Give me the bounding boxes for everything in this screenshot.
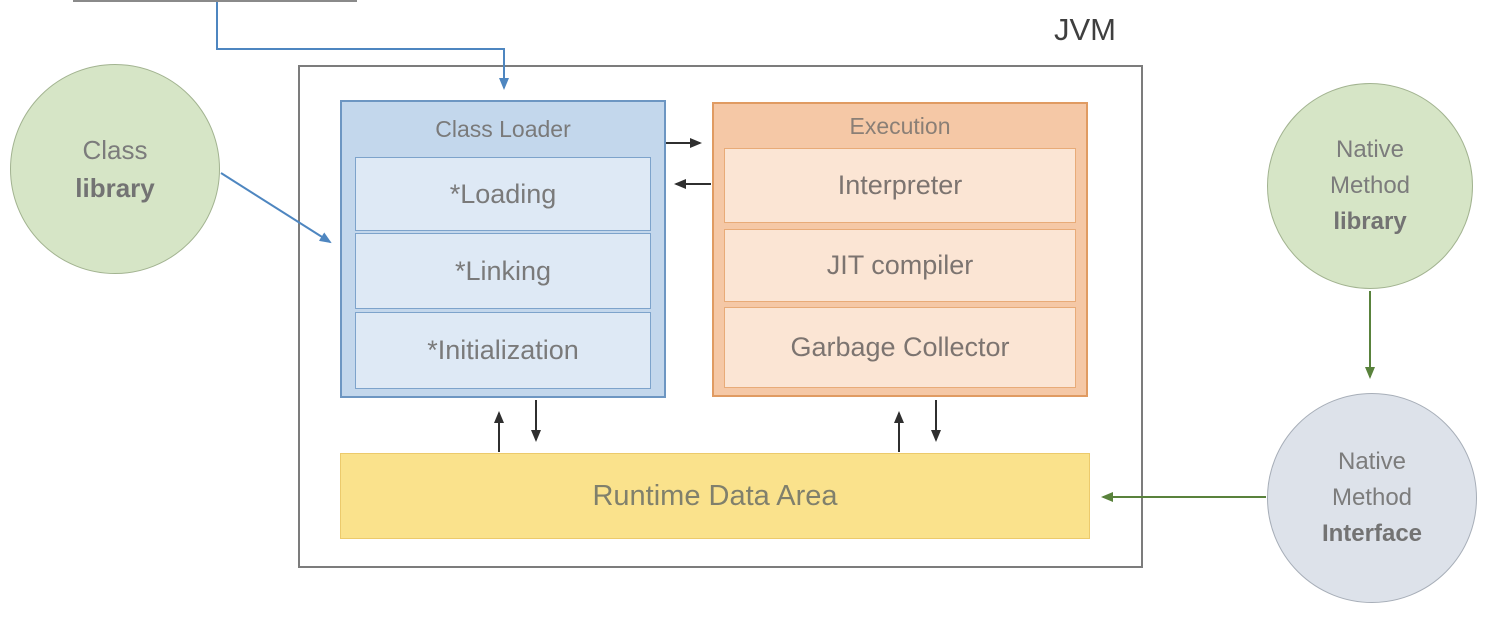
- component-interpreter: Interpreter: [724, 148, 1076, 223]
- native-interface-line3: Interface: [1321, 520, 1423, 547]
- native-library-line3: library: [1333, 208, 1407, 235]
- native-interface-line1: Native: [1337, 448, 1407, 475]
- class-library-line1: Class: [82, 135, 148, 165]
- runtime-data-area-box: Runtime Data Area: [340, 453, 1090, 539]
- native-interface-line2: Method: [1331, 484, 1413, 511]
- stage-loading: *Loading: [355, 157, 651, 231]
- jvm-title: JVM: [1054, 12, 1116, 47]
- native-method-interface-circle: Native Method Interface: [1267, 393, 1477, 603]
- stage-initialization: *Initialization: [355, 312, 651, 389]
- offscreen-source-box: [73, 0, 357, 2]
- component-jit-compiler: JIT compiler: [724, 229, 1076, 302]
- execution-box: Execution Interpreter JIT compiler Garba…: [712, 102, 1088, 397]
- stage-linking: *Linking: [355, 233, 651, 309]
- class-library-circle: Class library: [10, 64, 220, 274]
- class-loader-title: Class Loader: [435, 116, 571, 142]
- native-library-line2: Method: [1329, 172, 1411, 199]
- execution-title: Execution: [849, 112, 951, 139]
- runtime-data-area-label: Runtime Data Area: [592, 479, 838, 512]
- class-loader-box: Class Loader *Loading *Linking *Initiali…: [340, 100, 666, 398]
- class-library-line2: library: [75, 173, 155, 203]
- native-library-line1: Native: [1335, 136, 1405, 163]
- component-garbage-collector: Garbage Collector: [724, 307, 1076, 388]
- native-method-library-circle: Native Method library: [1267, 83, 1473, 289]
